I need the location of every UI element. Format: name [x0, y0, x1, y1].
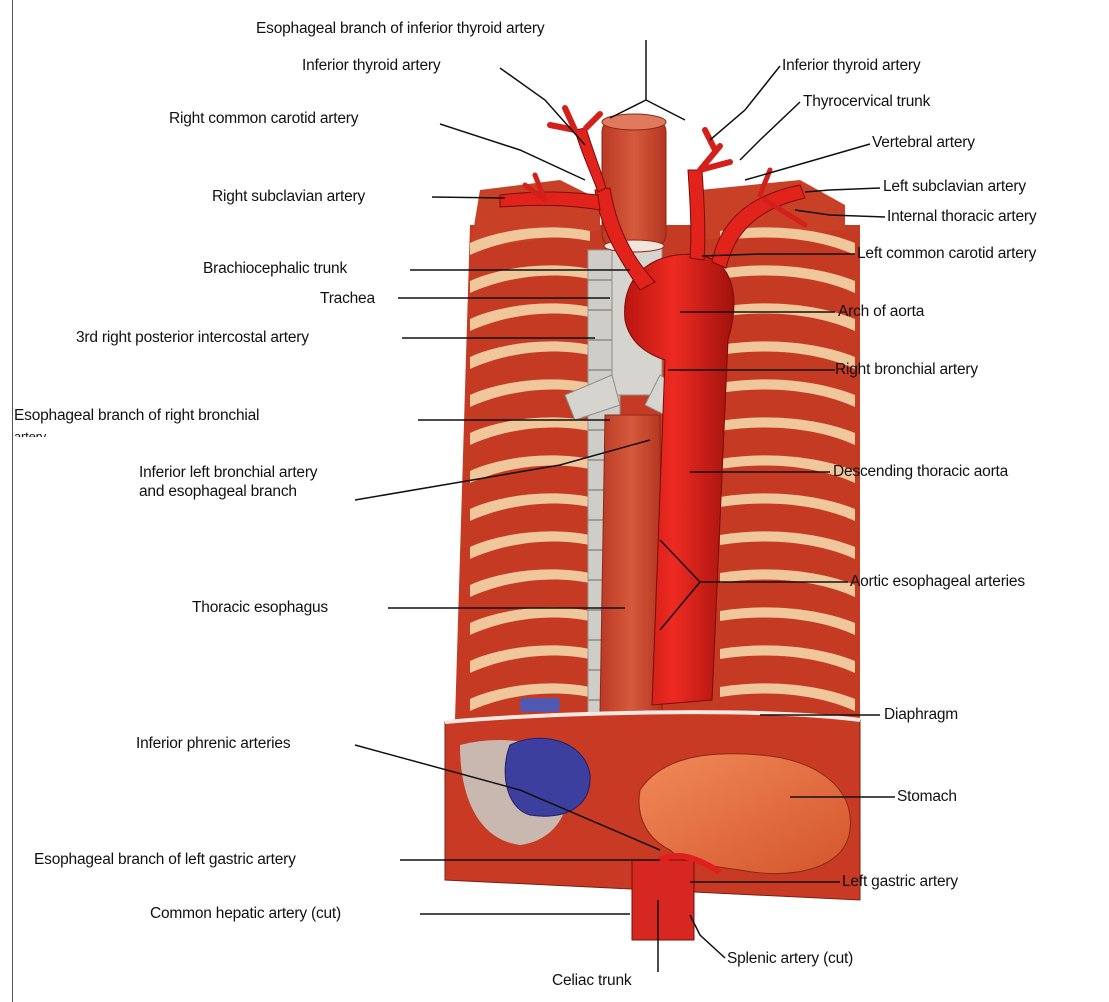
label-left-subclavian: Left subclavian artery: [883, 178, 1026, 196]
label-inferior-thyroid-left: Inferior thyroid artery: [782, 57, 920, 75]
label-esophageal-branch-left-gastric: Esophageal branch of left gastric artery: [34, 851, 296, 869]
label-esophageal-branch-right-bronchial: Esophageal branch of right bronchial: [14, 407, 259, 425]
label-inferior-left-bronchial-1: Inferior left bronchial artery: [139, 464, 317, 482]
label-trachea: Trachea: [320, 290, 375, 308]
label-third-right-posterior-intercostal: 3rd right posterior intercostal artery: [76, 329, 309, 347]
label-esophageal-branch-right-bronchial-cont: artery: [14, 428, 46, 437]
label-inferior-thyroid-right: Inferior thyroid artery: [302, 57, 440, 75]
label-thoracic-esophagus: Thoracic esophagus: [192, 599, 328, 617]
label-arch-of-aorta: Arch of aorta: [838, 303, 924, 321]
label-celiac-trunk: Celiac trunk: [552, 972, 631, 990]
label-vertebral-artery: Vertebral artery: [872, 134, 975, 152]
label-right-bronchial: Right bronchial artery: [835, 361, 978, 379]
label-internal-thoracic: Internal thoracic artery: [887, 208, 1036, 226]
label-brachiocephalic-trunk: Brachiocephalic trunk: [203, 260, 347, 278]
label-left-common-carotid: Left common carotid artery: [857, 245, 1036, 263]
label-right-subclavian: Right subclavian artery: [212, 188, 365, 206]
label-left-gastric-artery: Left gastric artery: [842, 873, 958, 891]
label-common-hepatic-artery: Common hepatic artery (cut): [150, 905, 341, 923]
label-splenic-artery: Splenic artery (cut): [727, 950, 853, 968]
label-aortic-esophageal-arteries: Aortic esophageal arteries: [850, 573, 1025, 591]
label-inferior-phrenic-arteries: Inferior phrenic arteries: [136, 735, 290, 753]
label-right-common-carotid: Right common carotid artery: [169, 110, 358, 128]
label-inferior-left-bronchial-2: and esophageal branch: [139, 483, 297, 501]
label-diaphragm: Diaphragm: [884, 706, 958, 724]
label-stomach: Stomach: [897, 788, 957, 806]
label-thyrocervical-trunk: Thyrocervical trunk: [803, 93, 930, 111]
label-esophageal-branch-inferior-thyroid: Esophageal branch of inferior thyroid ar…: [256, 20, 544, 38]
label-descending-thoracic-aorta: Descending thoracic aorta: [833, 463, 1008, 481]
